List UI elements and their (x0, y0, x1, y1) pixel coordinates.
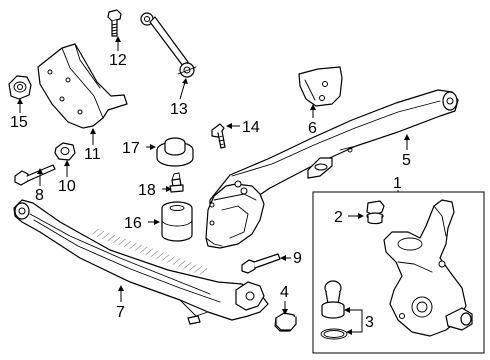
part-1-knuckle (383, 199, 473, 337)
crossmember-section (205, 180, 265, 249)
part-10-nut (54, 142, 76, 161)
callout-12: 12 (109, 52, 127, 69)
callout-1: 1 (393, 175, 402, 192)
callout-10: 10 (58, 178, 76, 195)
part-8-bolt (14, 164, 56, 186)
part-6-bracket-plate (298, 66, 343, 107)
callout-4: 4 (280, 284, 289, 301)
callout-17: 17 (122, 140, 140, 157)
part-12-bolt (107, 9, 122, 37)
part-13-stabilizer-link (140, 12, 197, 78)
callout-2: 2 (334, 209, 343, 226)
part-3-ball-joint (320, 280, 348, 340)
callout-18: 18 (138, 182, 156, 199)
callout-labels: 1 2 3 4 5 6 7 8 9 10 11 12 13 14 15 16 1… (10, 52, 411, 331)
part-17-mount-pad (156, 137, 194, 167)
part-2-ball-joint (366, 200, 385, 225)
callout-3: 3 (365, 314, 374, 331)
callout-14: 14 (242, 119, 260, 136)
callout-9: 9 (293, 250, 302, 267)
callout-15: 15 (10, 114, 28, 131)
callout-16: 16 (124, 215, 142, 232)
part-11-bracket (37, 43, 128, 129)
part-16-bushing (161, 201, 193, 242)
leader-lines (17, 36, 410, 335)
part-4-nut (274, 312, 297, 332)
callout-11: 11 (84, 146, 101, 163)
callout-6: 6 (308, 120, 317, 137)
part-9-bolt (241, 253, 281, 274)
part-18-bolt (169, 172, 184, 193)
callout-8: 8 (35, 187, 44, 204)
part-15-nut (8, 75, 32, 100)
part-14-bolt (211, 123, 226, 149)
part-5-trailing-arm (209, 89, 459, 223)
part-7-lower-control-arm (13, 199, 269, 325)
callout-7: 7 (116, 304, 125, 321)
callout-13: 13 (170, 101, 188, 118)
callout-5: 5 (402, 152, 411, 169)
